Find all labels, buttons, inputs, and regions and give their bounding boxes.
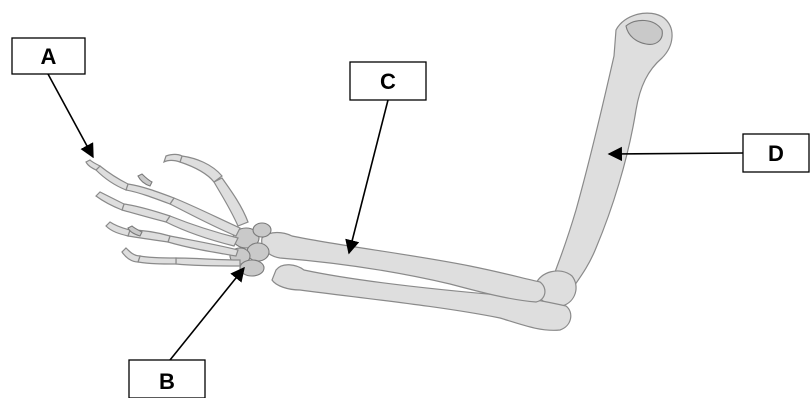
label-a-text: A xyxy=(41,44,57,69)
leader-line-b xyxy=(170,268,244,360)
arm-skeleton-illustration xyxy=(86,13,672,330)
leader-line-d xyxy=(609,153,743,154)
label-d-text: D xyxy=(768,141,784,166)
hand-bones xyxy=(86,155,248,267)
leader-line-c xyxy=(349,100,388,253)
label-box-d: D xyxy=(743,134,809,172)
leader-line-a xyxy=(48,74,93,157)
label-box-c: C xyxy=(350,62,426,100)
label-box-b: B xyxy=(129,360,205,398)
label-box-a: A xyxy=(12,38,85,74)
label-c-text: C xyxy=(380,69,396,94)
humerus-bone xyxy=(536,13,672,306)
label-b-text: B xyxy=(159,369,175,394)
